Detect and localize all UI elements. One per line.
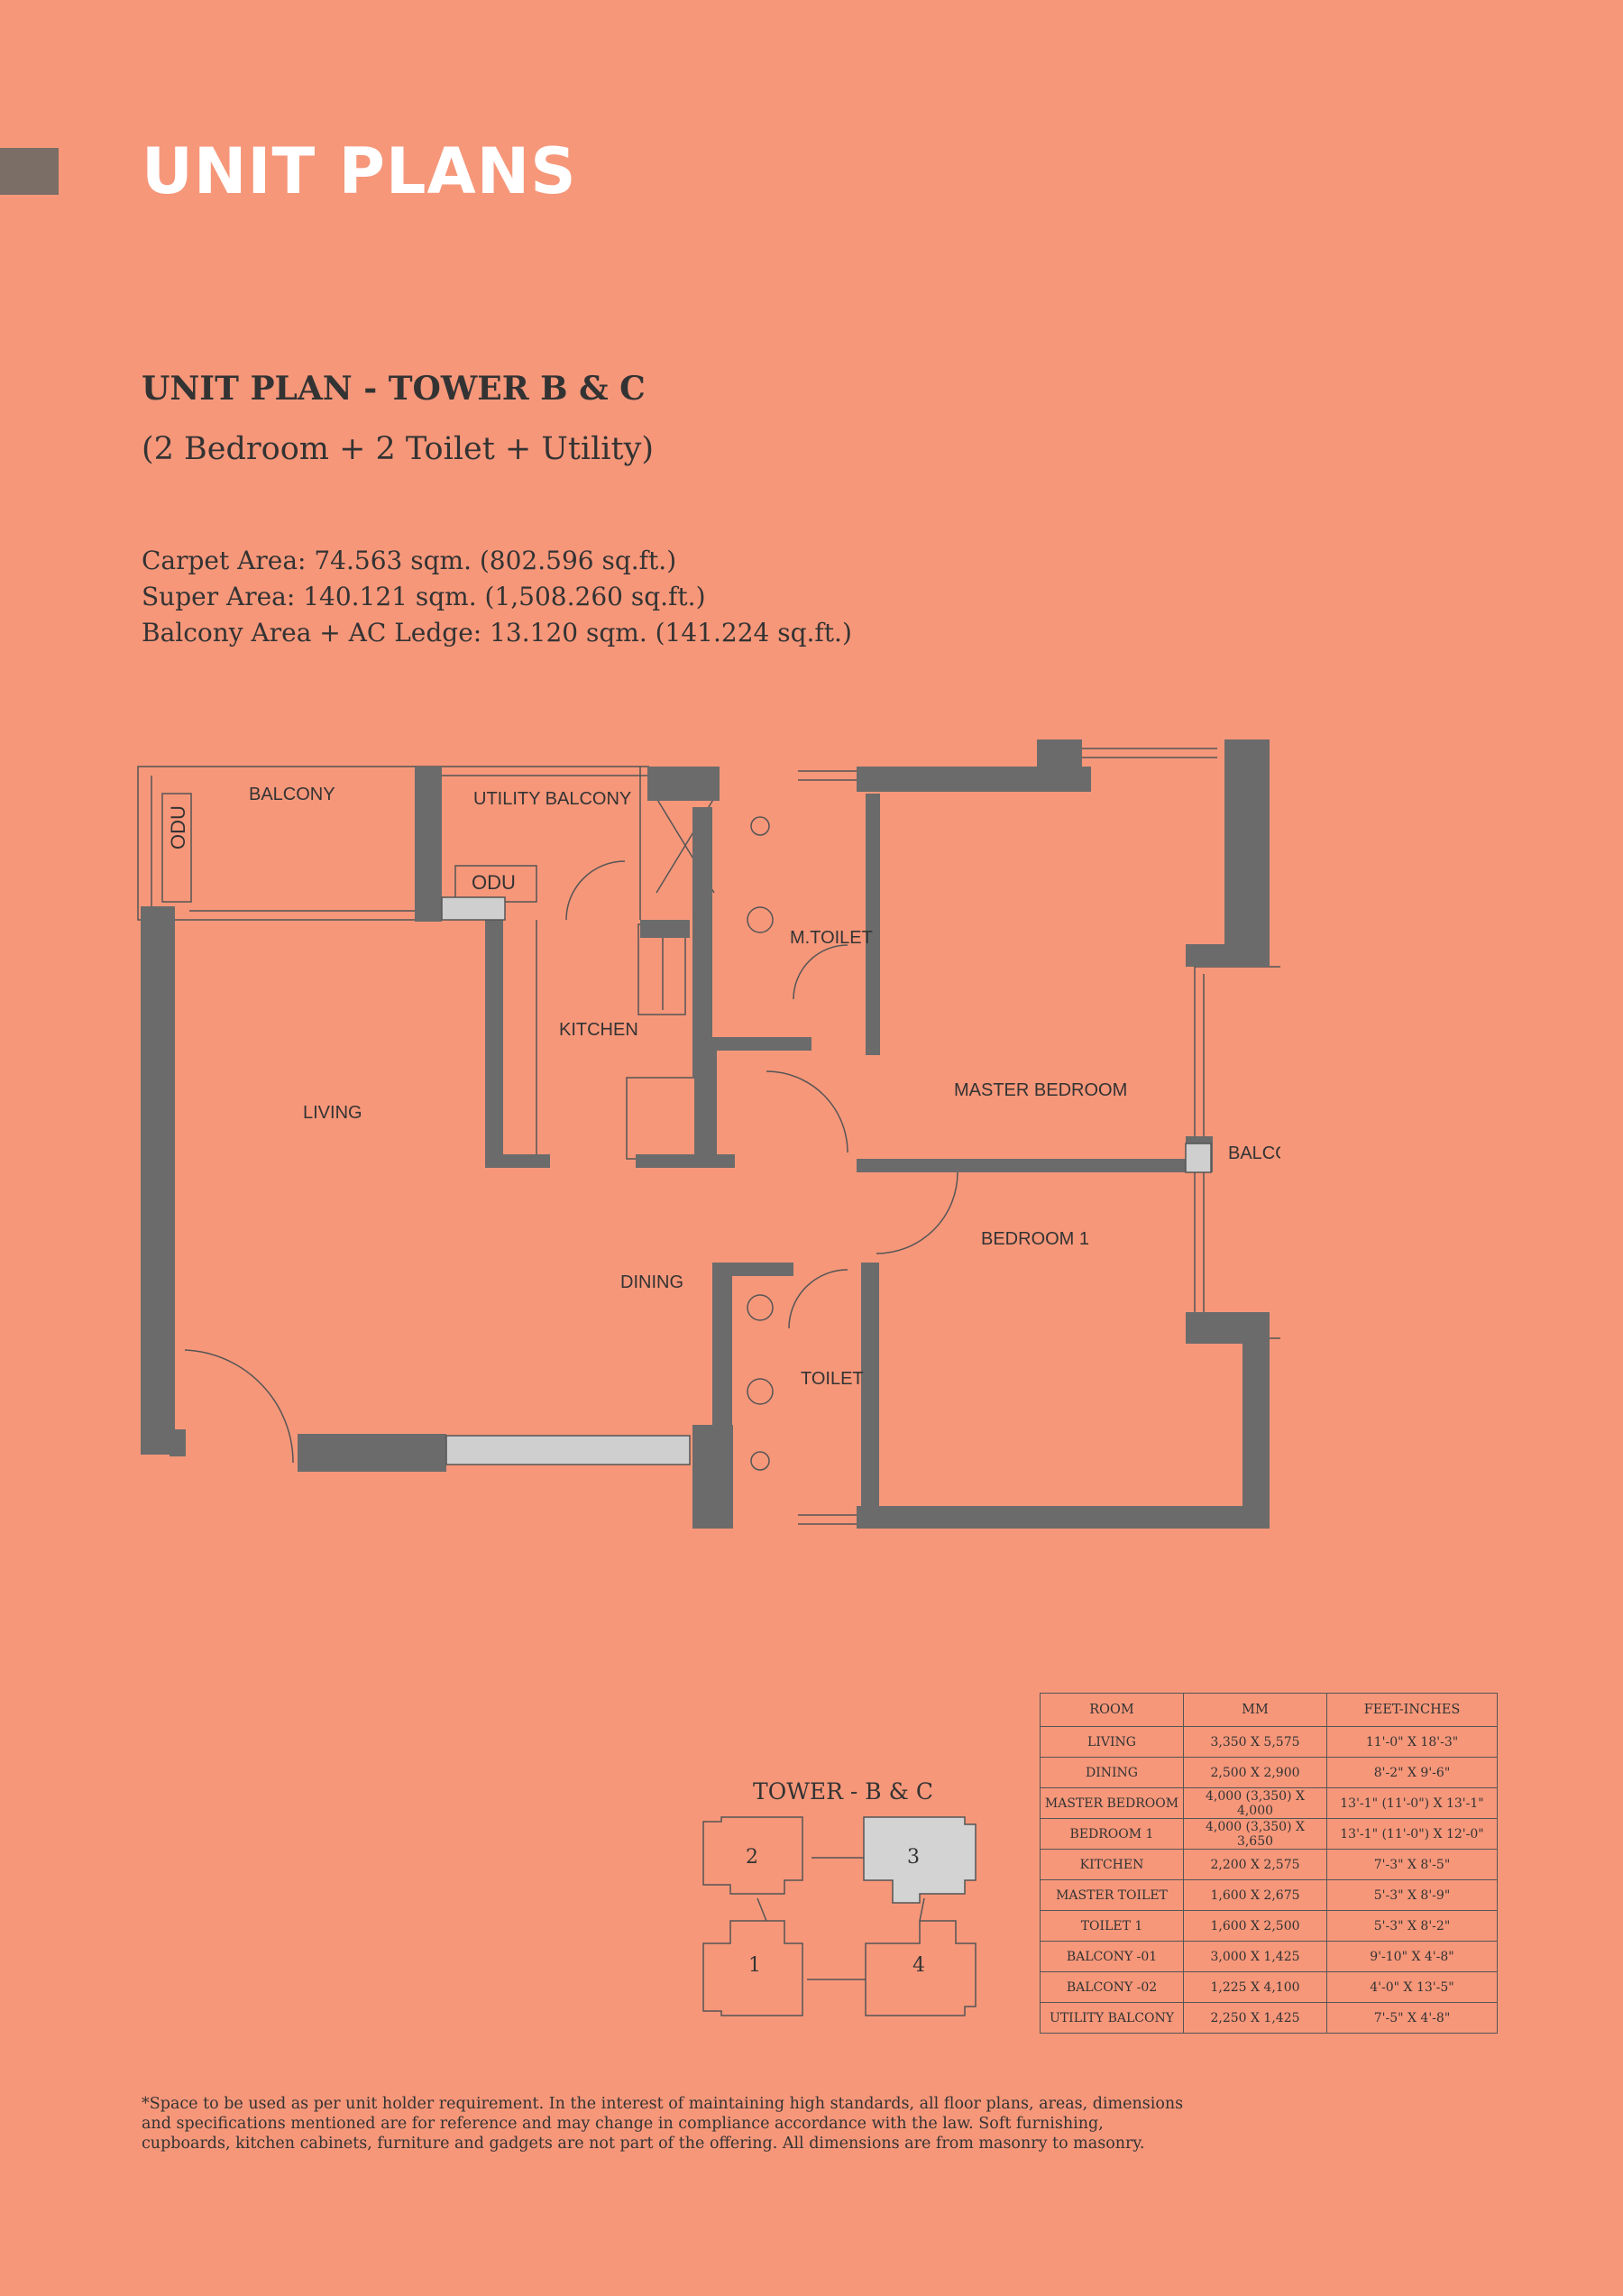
label-bedroom-1: BEDROOM 1: [981, 1229, 1089, 1249]
key-unit-3-label: 3: [907, 1846, 920, 1869]
room-feet: 9'-10" X 4'-8": [1326, 1941, 1498, 1972]
label-m-toilet: M.TOILET: [790, 928, 873, 948]
header-feet-inches: FEET-INCHES: [1326, 1693, 1498, 1727]
key-unit-1: [702, 1920, 803, 2016]
carpet-area: Carpet Area: 74.563 sqm. (802.596 sq.ft.…: [142, 546, 677, 575]
room-mm: 3,350 X 5,575: [1183, 1726, 1327, 1758]
table-row: MASTER TOILET 1,600 X 2,675 5'-3" X 8'-9…: [1040, 1879, 1498, 1911]
key-unit-1-label: 1: [748, 1954, 761, 1977]
label-dining: DINING: [620, 1272, 683, 1292]
label-living: LIVING: [303, 1103, 362, 1123]
table-row: UTILITY BALCONY 2,250 X 1,425 7'-5" X 4'…: [1040, 2002, 1498, 2034]
room-name: LIVING: [1040, 1726, 1184, 1758]
room-name: KITCHEN: [1040, 1849, 1184, 1880]
table-row: TOILET 1 1,600 X 2,500 5'-3" X 8'-2": [1040, 1910, 1498, 1942]
balcony-area: Balcony Area + AC Ledge: 13.120 sqm. (14…: [142, 618, 852, 647]
floor-plan-walls: [141, 739, 1270, 1529]
room-feet: 13'-1" (11'-0") X 13'-1": [1326, 1787, 1498, 1819]
room-feet: 8'-2" X 9'-6": [1326, 1757, 1498, 1788]
table-row: BALCONY -02 1,225 X 4,100 4'-0" X 13'-5": [1040, 1971, 1498, 2003]
room-mm: 2,500 X 2,900: [1183, 1757, 1327, 1788]
room-mm: 1,225 X 4,100: [1183, 1971, 1327, 2003]
room-feet: 5'-3" X 8'-9": [1326, 1879, 1498, 1911]
label-kitchen: KITCHEN: [559, 1020, 638, 1040]
table-row: MASTER BEDROOM 4,000 (3,350) X 4,000 13'…: [1040, 1787, 1498, 1819]
room-mm: 2,250 X 1,425: [1183, 2002, 1327, 2034]
room-mm: 4,000 (3,350) X 4,000: [1183, 1787, 1327, 1819]
label-odu-2: ODU: [472, 871, 516, 894]
floor-plan-slabs: [441, 896, 1212, 1465]
floor-plan: BALCONY UTILITY BALCONY ODU ODU M.TOILET…: [137, 739, 1280, 1529]
table-header-row: ROOM MM FEET-INCHES: [1040, 1693, 1498, 1727]
room-mm: 3,000 X 1,425: [1183, 1941, 1327, 1972]
room-name: BALCONY -02: [1040, 1971, 1184, 2003]
room-mm: 1,600 X 2,500: [1183, 1910, 1327, 1942]
table-row: DINING 2,500 X 2,900 8'-2" X 9'-6": [1040, 1757, 1498, 1788]
room-name: TOILET 1: [1040, 1910, 1184, 1942]
key-unit-4: [865, 1920, 977, 2016]
table-row: BEDROOM 1 4,000 (3,350) X 3,650 13'-1" (…: [1040, 1818, 1498, 1850]
super-area: Super Area: 140.121 sqm. (1,508.260 sq.f…: [142, 582, 706, 611]
key-unit-4-label: 4: [912, 1954, 925, 1977]
key-plan: 2 3 1 4: [702, 1816, 977, 2016]
room-name: BALCONY -01: [1040, 1941, 1184, 1972]
key-unit-2-label: 2: [746, 1846, 758, 1869]
room-dimensions-table: ROOM MM FEET-INCHES LIVING 3,350 X 5,575…: [1040, 1693, 1498, 2034]
label-odu-1: ODU: [167, 805, 189, 850]
unit-configuration: (2 Bedroom + 2 Toilet + Utility): [142, 431, 654, 467]
room-feet: 11'-0" X 18'-3": [1326, 1726, 1498, 1758]
room-name: MASTER TOILET: [1040, 1879, 1184, 1911]
disclaimer-text: *Space to be used as per unit holder req…: [142, 2095, 1184, 2153]
room-mm: 1,600 X 2,675: [1183, 1879, 1327, 1911]
label-utility-balcony: UTILITY BALCONY: [473, 789, 631, 809]
room-feet: 7'-3" X 8'-5": [1326, 1849, 1498, 1880]
room-name: UTILITY BALCONY: [1040, 2002, 1184, 2034]
table-row: LIVING 3,350 X 5,575 11'-0" X 18'-3": [1040, 1726, 1498, 1758]
label-balcony-2: BALCONY: [1228, 1143, 1280, 1163]
header-room: ROOM: [1040, 1693, 1184, 1727]
header-accent-tab: [0, 148, 59, 195]
table-row: BALCONY -01 3,000 X 1,425 9'-10" X 4'-8": [1040, 1941, 1498, 1972]
room-name: DINING: [1040, 1757, 1184, 1788]
room-mm: 4,000 (3,350) X 3,650: [1183, 1818, 1327, 1850]
table-row: KITCHEN 2,200 X 2,575 7'-3" X 8'-5": [1040, 1849, 1498, 1880]
unit-plan-heading: UNIT PLAN - TOWER B & C: [142, 370, 646, 408]
key-plan-title: TOWER - B & C: [753, 1778, 933, 1805]
page-title: UNIT PLANS: [142, 134, 577, 208]
room-name: MASTER BEDROOM: [1040, 1787, 1184, 1819]
room-mm: 2,200 X 2,575: [1183, 1849, 1327, 1880]
label-toilet: TOILET: [801, 1369, 864, 1389]
floor-plan-doors: [184, 860, 958, 1464]
room-feet: 7'-5" X 4'-8": [1326, 2002, 1498, 2034]
floor-plan-outline: [137, 748, 1280, 1525]
key-unit-2: [702, 1816, 803, 1895]
room-feet: 4'-0" X 13'-5": [1326, 1971, 1498, 2003]
label-master-bedroom: MASTER BEDROOM: [954, 1080, 1127, 1100]
room-feet: 5'-3" X 8'-2": [1326, 1910, 1498, 1942]
room-name: BEDROOM 1: [1040, 1818, 1184, 1850]
header-mm: MM: [1183, 1693, 1327, 1727]
area-details: Carpet Area: 74.563 sqm. (802.596 sq.ft.…: [142, 543, 852, 651]
room-feet: 13'-1" (11'-0") X 12'-0": [1326, 1818, 1498, 1850]
label-balcony-1: BALCONY: [249, 785, 335, 804]
key-unit-3: [863, 1816, 977, 1904]
